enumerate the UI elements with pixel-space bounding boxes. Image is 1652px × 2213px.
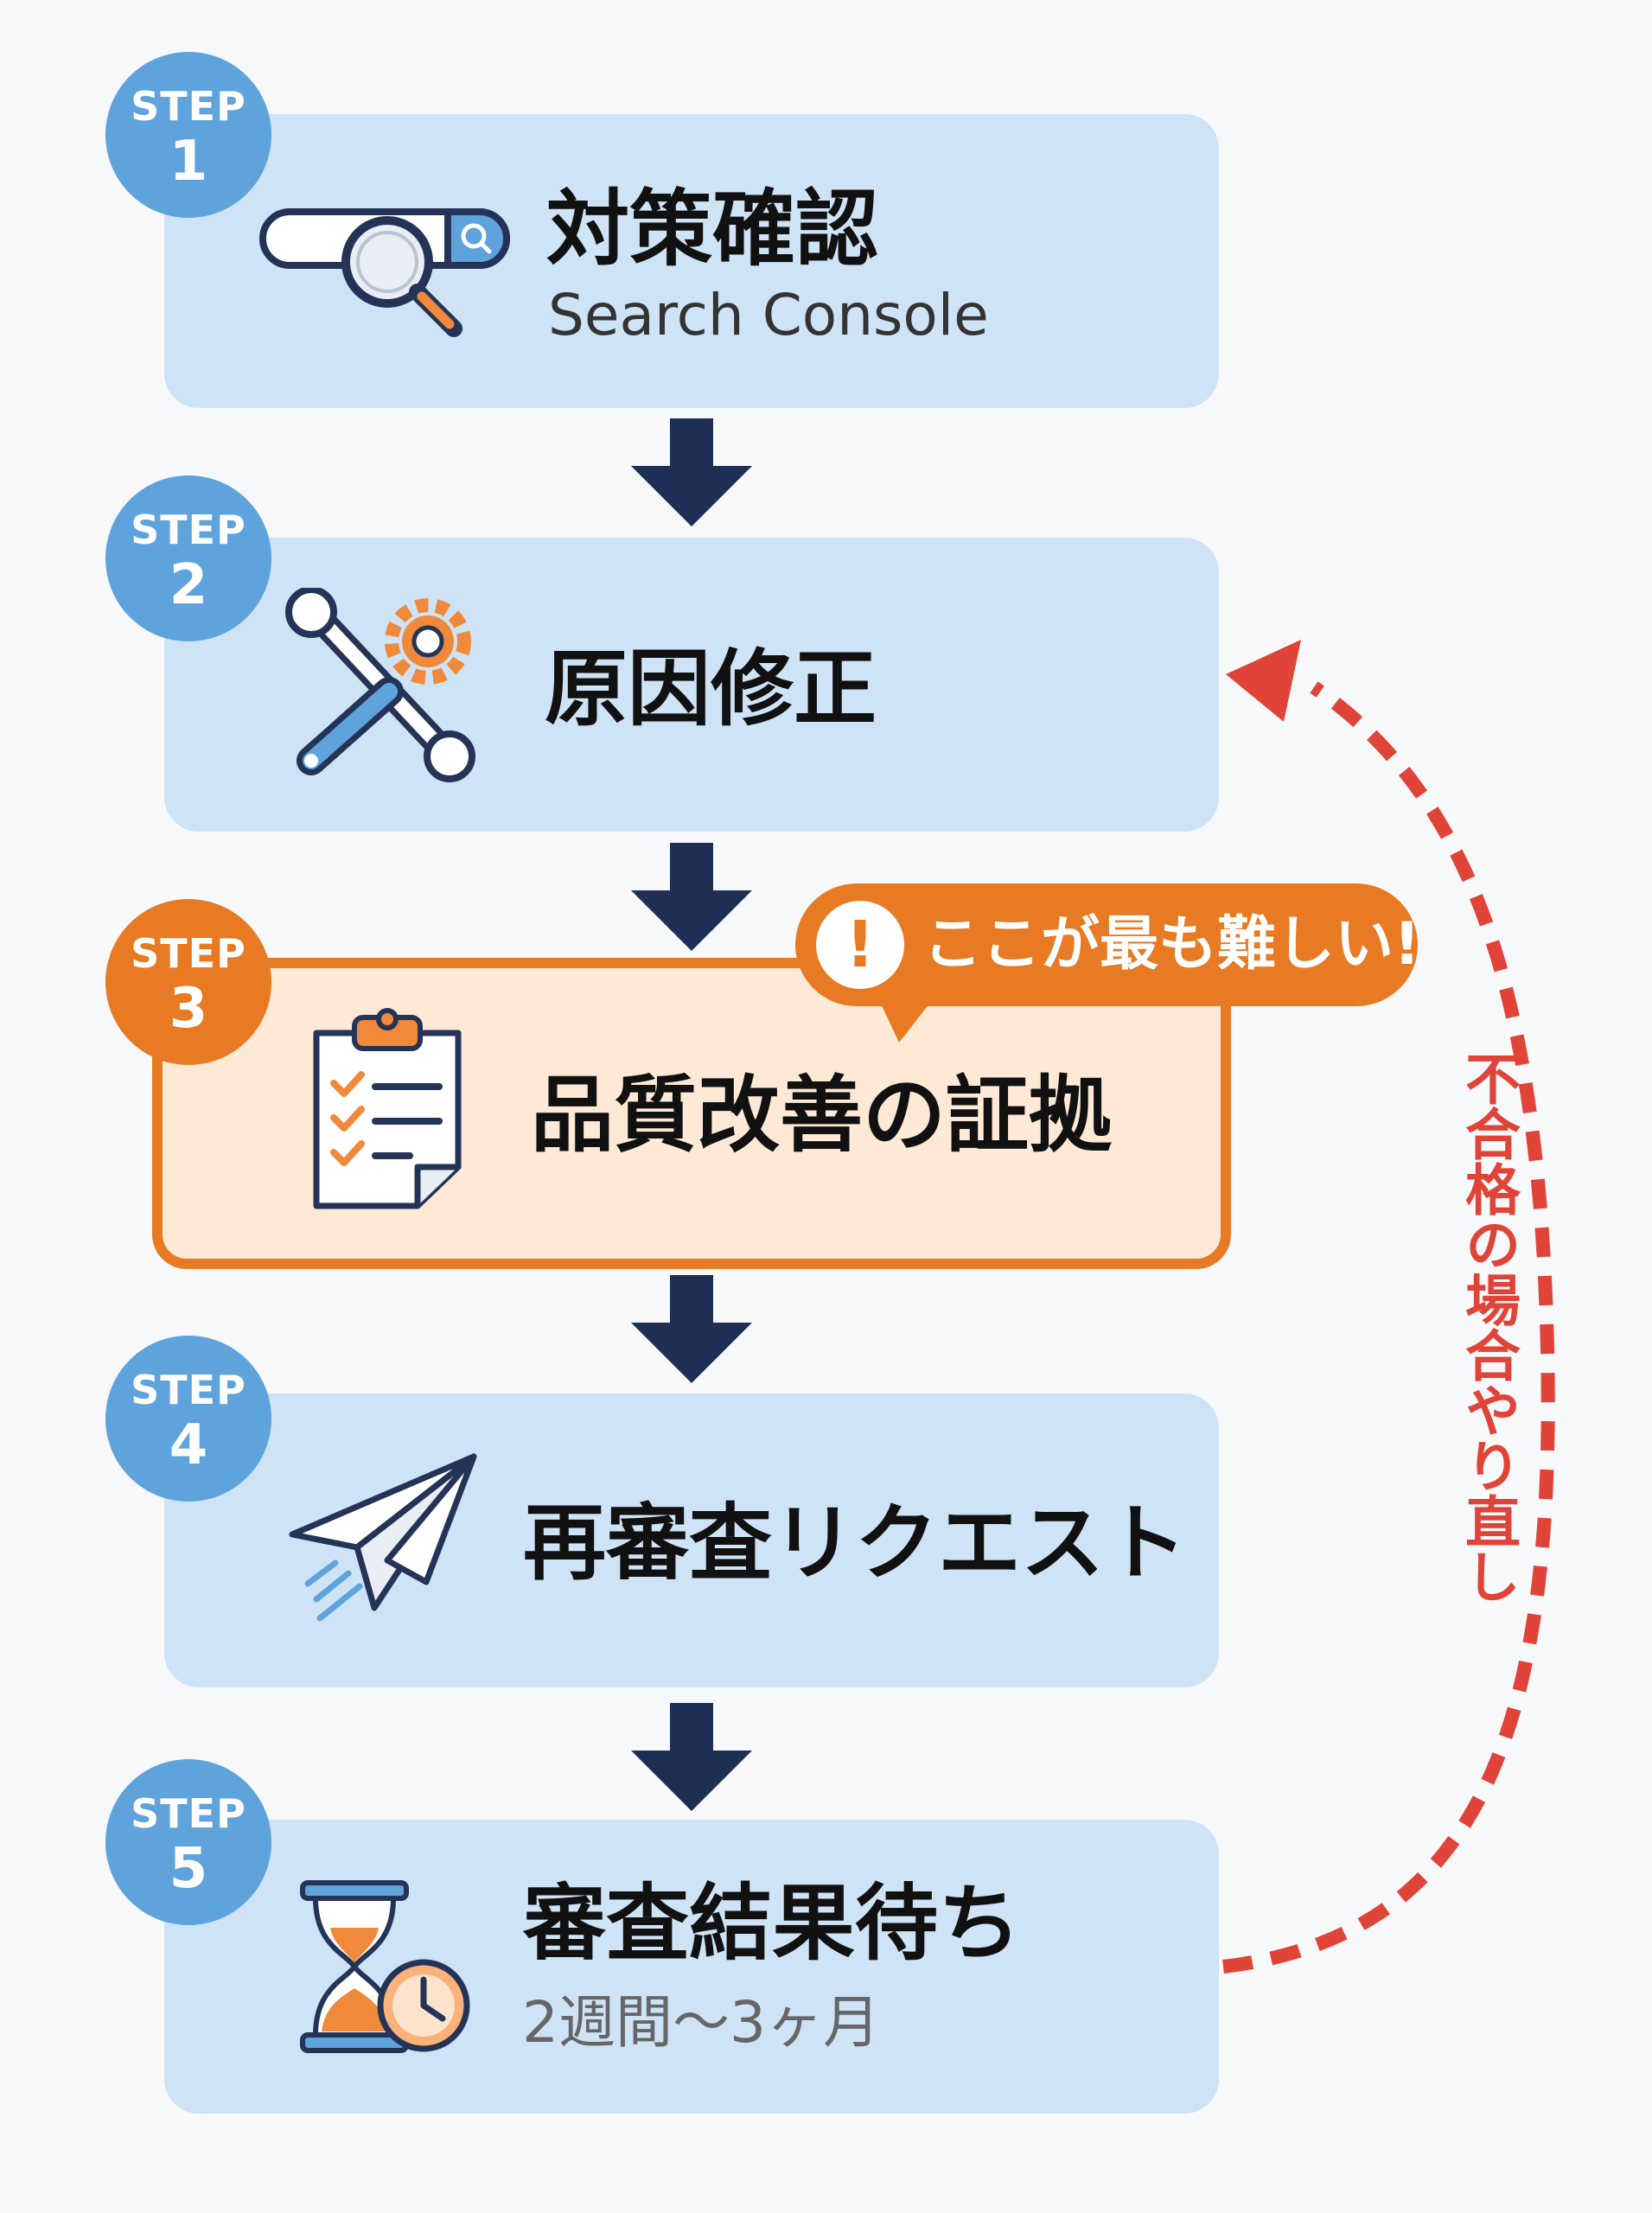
step-1-badge: STEP 1 xyxy=(105,52,271,218)
step-2-title: 原因修正 xyxy=(545,641,877,737)
step-3-badge: STEP 3 xyxy=(105,899,271,1065)
step-2-badge: STEP 2 xyxy=(105,475,271,641)
step-label: STEP xyxy=(131,1790,246,1837)
step-1-subtitle: Search Console xyxy=(548,282,989,348)
step-5-card xyxy=(164,1820,1219,2114)
step-2-card xyxy=(164,538,1219,832)
step-4-badge: STEP 4 xyxy=(105,1336,271,1502)
clipboard-checklist-icon xyxy=(313,1008,462,1209)
step-number: 4 xyxy=(169,1413,208,1477)
hourglass-clock-icon xyxy=(300,1880,470,2053)
step-number: 1 xyxy=(169,130,208,194)
flow-arrow-2 xyxy=(631,843,752,951)
search-icon xyxy=(259,208,510,337)
exclamation-icon: ! xyxy=(816,901,904,989)
callout-text: ここが最も難しい! xyxy=(923,910,1421,979)
wrench-gear-icon xyxy=(285,588,475,782)
difficulty-callout: ! ここが最も難しい! xyxy=(795,883,1421,1043)
flow-arrow-4 xyxy=(631,1703,752,1811)
step-label: STEP xyxy=(131,83,246,130)
step-5-title: 審査結果待ち xyxy=(523,1875,1021,1972)
flow-arrow-3 xyxy=(631,1275,752,1383)
retry-label: 不合格の場合やり直し xyxy=(1456,1050,1520,1604)
step-3-title: 品質改善の証拠 xyxy=(531,1067,1112,1164)
step-5-subtitle: 2週間〜3ヶ月 xyxy=(522,1989,880,2056)
step-label: STEP xyxy=(131,507,246,553)
step-5-badge: STEP 5 xyxy=(105,1759,271,1925)
step-number: 3 xyxy=(169,977,208,1041)
step-label: STEP xyxy=(131,930,246,977)
flow-arrow-1 xyxy=(631,418,752,526)
paper-plane-icon xyxy=(289,1453,477,1622)
step-number: 2 xyxy=(169,553,208,617)
callout-tail xyxy=(873,987,942,1043)
step-number: 5 xyxy=(169,1837,208,1901)
step-1-title: 対策確認 xyxy=(546,181,878,277)
step-4-title: 再審査リクエスト xyxy=(523,1495,1187,1591)
step-label: STEP xyxy=(131,1367,246,1413)
